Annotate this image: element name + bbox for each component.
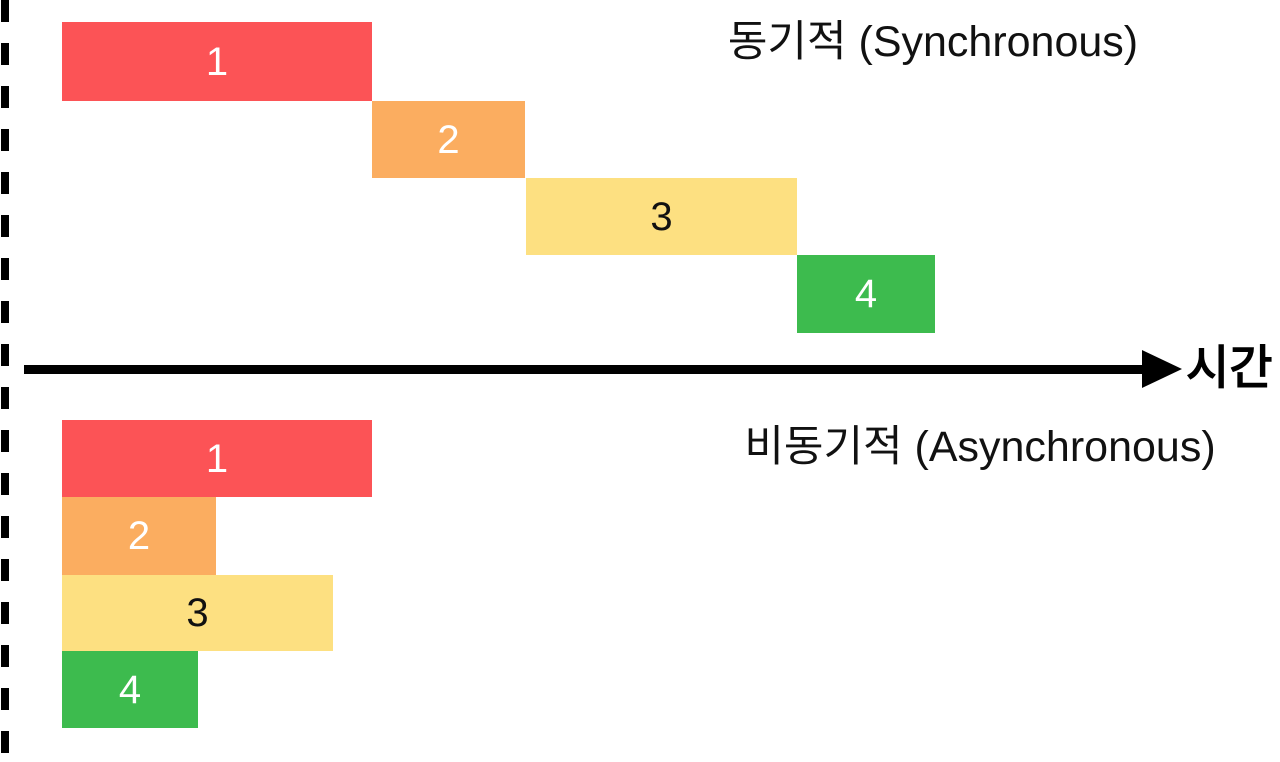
task-bar-sync-2: 2	[372, 101, 525, 178]
task-bar-sync-1: 1	[62, 22, 372, 101]
time-axis-arrowhead-icon	[1142, 350, 1182, 388]
task-bar-label: 3	[186, 591, 209, 635]
task-bar-label: 1	[205, 436, 229, 481]
time-axis-line	[24, 365, 1146, 374]
task-bar-async-2: 2	[62, 497, 216, 575]
task-bar-label: 1	[205, 39, 229, 84]
timeline-start-dashed-line	[1, 0, 9, 762]
task-bar-sync-4: 4	[797, 255, 935, 333]
task-bar-label: 2	[437, 117, 460, 162]
task-bar-async-3: 3	[62, 575, 333, 651]
task-bar-label: 4	[118, 667, 142, 712]
task-bar-async-4: 4	[62, 651, 198, 728]
time-axis-label: 시간	[1186, 341, 1273, 394]
sync-section-title: 동기적 (Synchronous)	[727, 18, 1139, 66]
task-bar-label: 3	[650, 194, 673, 239]
task-bar-async-1: 1	[62, 420, 372, 497]
task-bar-label: 4	[854, 272, 878, 316]
task-bar-label: 2	[127, 514, 151, 558]
task-bar-sync-3: 3	[526, 178, 797, 255]
async-section-title: 비동기적 (Asynchronous)	[744, 423, 1216, 471]
